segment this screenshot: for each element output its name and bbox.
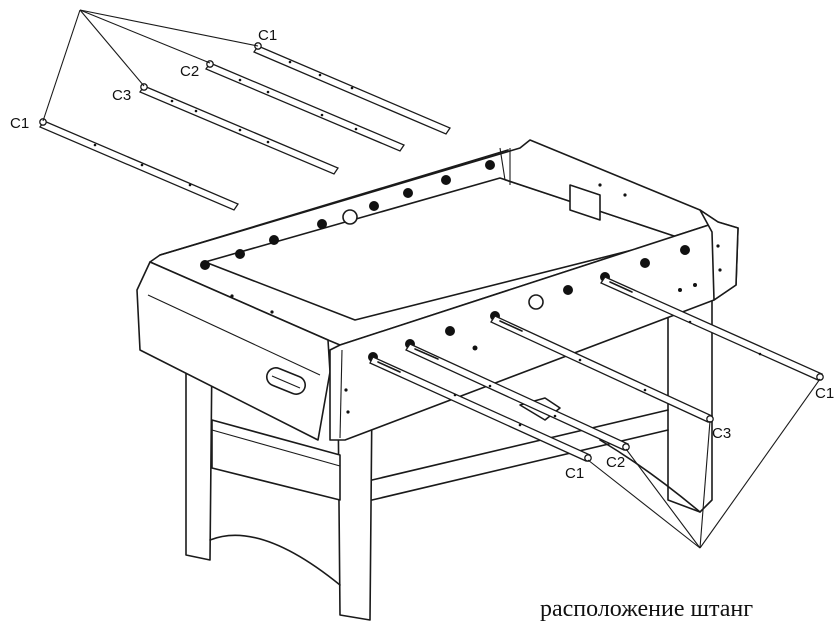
- label-front-c2: C2: [606, 454, 625, 471]
- label-front-c1-a: C1: [565, 465, 584, 482]
- label-front-c3: C3: [712, 425, 731, 442]
- label-top-c3: C3: [112, 87, 131, 104]
- rod-labels: C1 C2 C3 C1 C1 C2 C3 C1: [10, 27, 834, 482]
- caption-rod-arrangement: расположение штанг: [540, 596, 754, 622]
- back-rod-holes: [200, 160, 495, 270]
- loose-rods: [39, 9, 451, 211]
- installed-rods: [369, 276, 824, 549]
- handle-left: [266, 367, 306, 395]
- label-top-c1-a: C1: [258, 27, 277, 44]
- table-body: [136, 139, 739, 441]
- label-front-c1-b: C1: [815, 385, 834, 402]
- rod-top-c2: [205, 62, 405, 152]
- label-top-c1-b: C1: [10, 115, 29, 132]
- label-top-c2: C2: [180, 63, 199, 80]
- rod-top-c1-b: [39, 120, 239, 211]
- rod-top-c1-a: [253, 45, 451, 135]
